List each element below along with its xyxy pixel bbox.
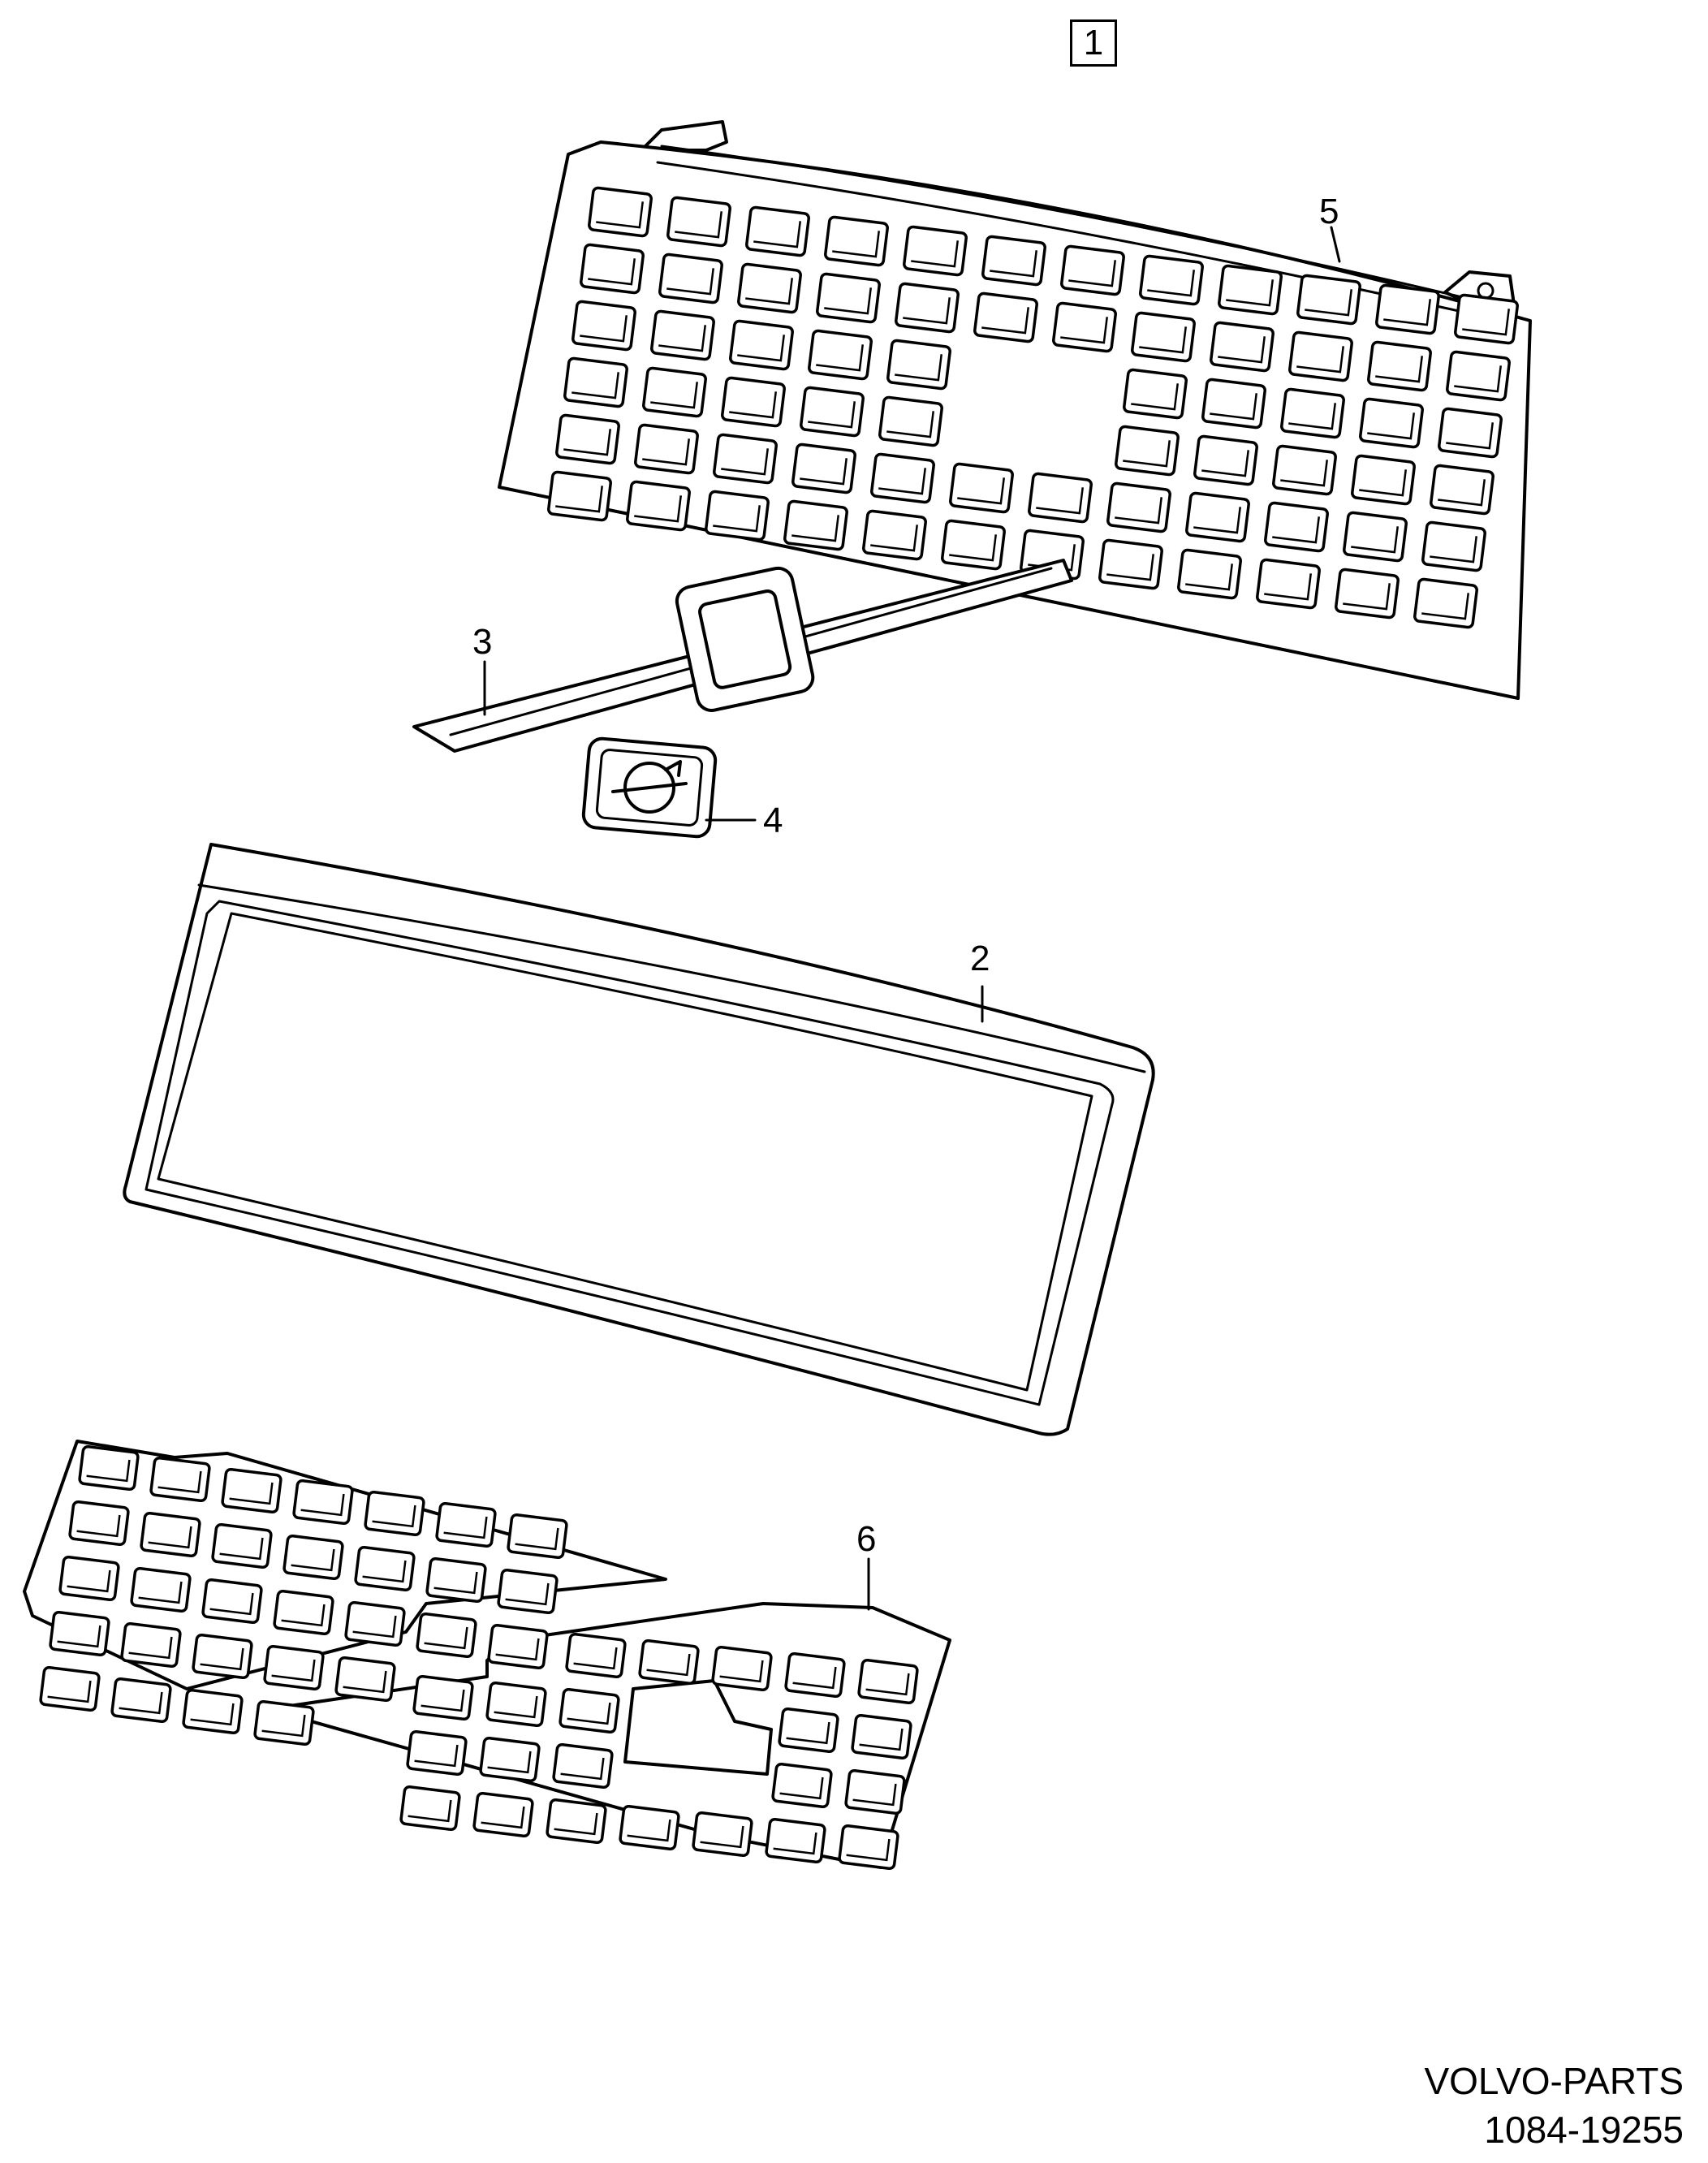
callout-5: 5 — [1319, 192, 1341, 263]
callout-label-4: 4 — [763, 801, 783, 840]
callout-label-2: 2 — [970, 939, 990, 978]
callout-4: 4 — [705, 801, 783, 840]
callout-label-6: 6 — [856, 1519, 876, 1559]
callout-2: 2 — [970, 939, 990, 1023]
callout-6: 6 — [856, 1519, 876, 1611]
callout-3: 3 — [472, 622, 492, 716]
callout-label-5: 5 — [1319, 192, 1339, 231]
part-inner-grille-6 — [23, 1440, 951, 1871]
footer-brand: VOLVO-PARTS — [1424, 2060, 1684, 2102]
part-trim-strip-3 — [412, 559, 1073, 753]
footer-drawing-number: 1084-19255 — [1484, 2109, 1684, 2151]
part-emblem-4 — [581, 736, 718, 839]
sheet-number-box: 1 — [1070, 19, 1117, 67]
part-grille-5 — [498, 120, 1532, 700]
part-frame-2 — [123, 843, 1155, 1436]
callout-label-3: 3 — [472, 622, 492, 662]
